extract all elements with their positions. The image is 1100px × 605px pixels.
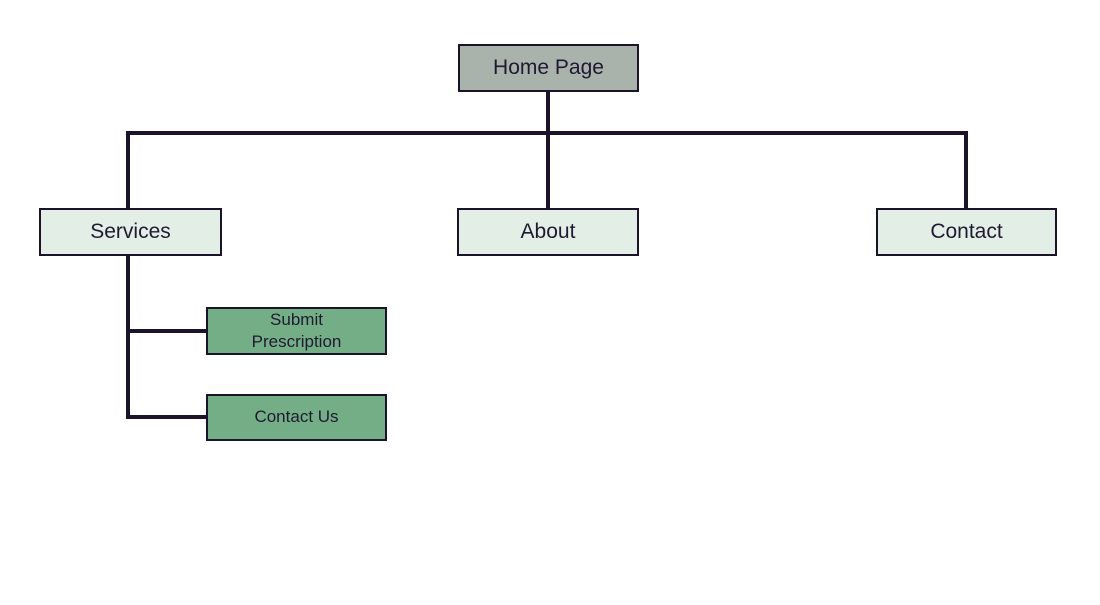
node-contact[interactable]: Contact xyxy=(876,208,1057,256)
node-contact-us-label: Contact Us xyxy=(254,407,339,427)
node-services-label: Services xyxy=(90,220,171,243)
node-contact-label: Contact xyxy=(930,220,1003,243)
node-submit-prescription-label: Submit Prescription xyxy=(251,309,342,351)
node-submit-prescription[interactable]: Submit Prescription xyxy=(206,307,387,355)
connector-drop-contact xyxy=(964,131,968,208)
connector-branch-contact-us xyxy=(126,415,206,419)
node-about-label: About xyxy=(520,220,576,243)
connector-home-to-children xyxy=(546,92,550,133)
connector-drop-about xyxy=(546,131,550,208)
node-home-page[interactable]: Home Page xyxy=(458,44,639,92)
connector-services-stem xyxy=(126,256,130,419)
node-services[interactable]: Services xyxy=(39,208,222,256)
connector-drop-services xyxy=(126,131,130,208)
node-contact-us[interactable]: Contact Us xyxy=(206,394,387,441)
node-about[interactable]: About xyxy=(457,208,639,256)
node-home-page-label: Home Page xyxy=(493,56,604,79)
connector-branch-submit-prescription xyxy=(126,329,206,333)
